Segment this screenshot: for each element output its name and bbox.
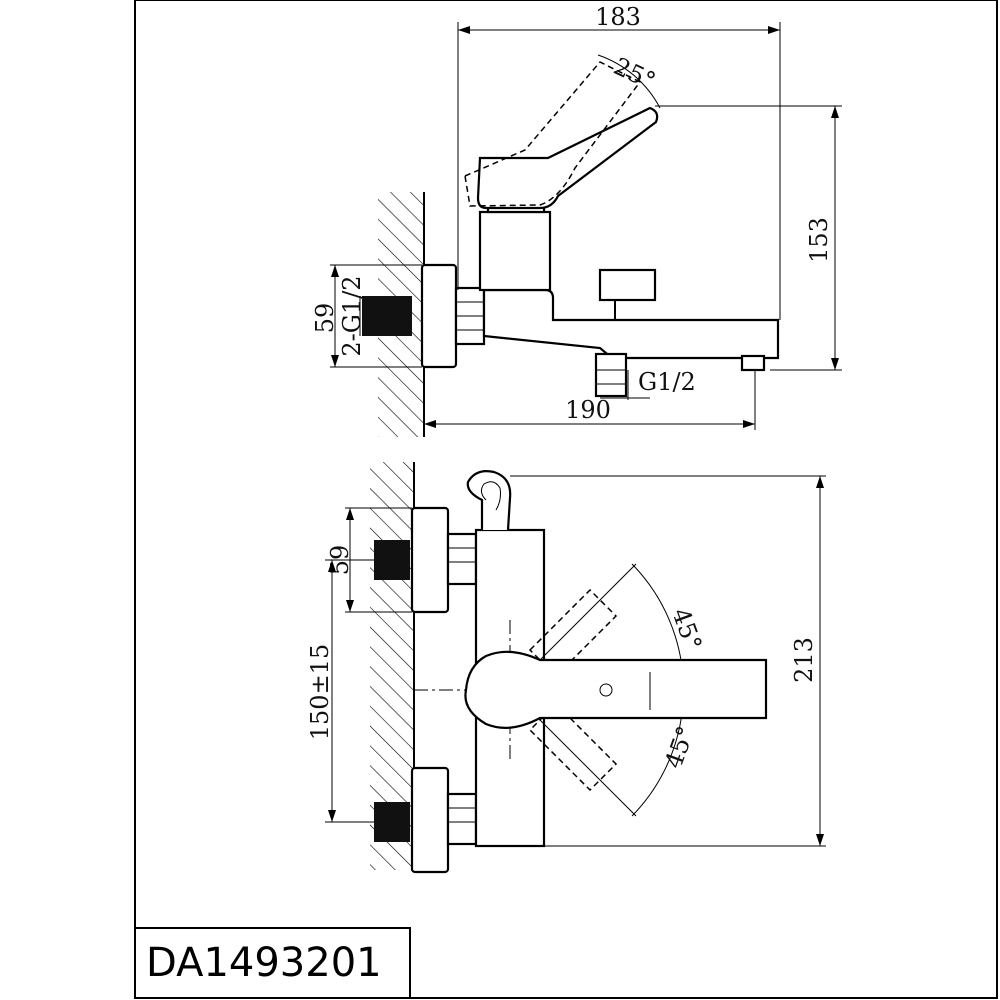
lever-screw xyxy=(599,683,613,697)
inlet-pipe-side xyxy=(362,296,412,336)
dim-lever-angle: 25° xyxy=(609,52,659,95)
title-block: DA1493201 xyxy=(134,927,411,999)
dim-angle-up: 45° xyxy=(666,604,707,654)
lower-flange xyxy=(410,766,450,874)
cartridge-stem xyxy=(478,210,552,292)
dim-inlet-size-side: 59 xyxy=(311,303,339,334)
dim-overall-depth: 183 xyxy=(595,3,641,31)
upper-nut xyxy=(446,532,478,586)
lever-handle-front xyxy=(464,650,768,729)
upper-flange xyxy=(410,506,450,614)
lever-ghost-up xyxy=(528,588,618,678)
front-view: 45° 45° 59 150±15 213 xyxy=(306,462,826,874)
wall-flange-side xyxy=(420,263,458,369)
dim-inlet-thread: 2-G1/2 xyxy=(338,275,366,356)
shower-hook xyxy=(466,470,512,531)
lower-nut xyxy=(446,792,478,846)
drawing-frame xyxy=(134,0,998,999)
angle-arc-25 xyxy=(597,54,661,109)
side-view: 183 25° 153 59 2-G1/2 G1/2 190 xyxy=(311,3,842,437)
lever-ghost-down xyxy=(528,702,618,792)
aerator xyxy=(740,354,766,372)
dim-total-height: 213 xyxy=(790,637,818,683)
lever-handle-ghost xyxy=(464,61,642,207)
lower-inlet-pipe xyxy=(374,802,410,842)
lower-outlet-side xyxy=(594,352,628,398)
product-code: DA1493201 xyxy=(146,940,382,986)
dim-spout-reach: 190 xyxy=(565,396,611,424)
diverter-knob-side xyxy=(598,268,657,302)
upper-inlet-pipe xyxy=(374,540,410,580)
dim-angle-down: 45° xyxy=(659,722,700,772)
dim-inlet-spacing: 150±15 xyxy=(306,644,334,740)
dim-height: 153 xyxy=(805,217,833,263)
dim-outlet-thread: G1/2 xyxy=(638,368,696,396)
